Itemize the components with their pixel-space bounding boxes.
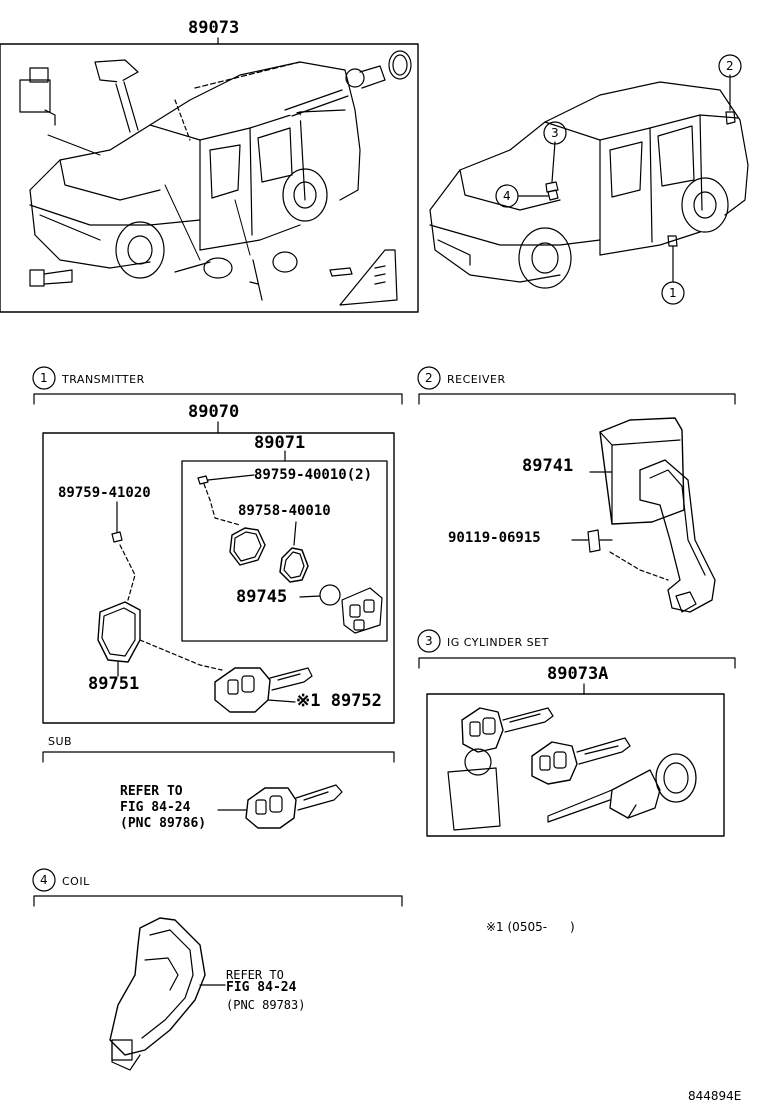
figure-code: 844894E	[688, 1089, 742, 1103]
section-2-circle	[417, 366, 441, 390]
section-2-number: 2	[425, 371, 433, 385]
section-1-number: 1	[40, 371, 48, 385]
section-4-circle	[32, 868, 56, 892]
coil-title: COIL	[62, 875, 90, 888]
transmitter-section	[33, 393, 403, 724]
vehicle-left-drawing	[29, 61, 361, 279]
callout-2-label: 2	[726, 59, 734, 73]
coil-refer-line-1: REFER TO	[226, 968, 284, 982]
part-89751: 89751	[88, 674, 140, 694]
part-89745: 89745	[236, 587, 288, 607]
ig-cylinder-title: IG CYLINDER SET	[447, 636, 549, 649]
part-89741: 89741	[522, 456, 574, 476]
date-note: ※1 (0505- )	[486, 920, 575, 934]
section-3-number: 3	[425, 634, 433, 648]
coil-refer-line-3: (PNC 89783)	[226, 998, 306, 1012]
sub-refer-note: REFER TO FIG 84-24 (PNC 89786)	[120, 784, 207, 831]
part-90119-06915: 90119-06915	[448, 530, 541, 546]
section-4-number: 4	[40, 873, 48, 887]
assembly-overview	[0, 37, 419, 313]
part-89073A: 89073A	[547, 664, 609, 684]
coil-section	[33, 895, 403, 1071]
ig-cylinder-section	[418, 657, 736, 837]
receiver-section	[418, 393, 736, 613]
section-1-circle	[32, 366, 56, 390]
part-89759-40010: 89759-40010(2)	[254, 467, 373, 483]
callout-4-label: 4	[503, 189, 511, 203]
part-89070: 89070	[188, 402, 240, 422]
callout-1-label: 1	[669, 286, 677, 300]
assembly-part-number: 89073	[188, 18, 240, 38]
section-3-circle	[417, 629, 441, 653]
assembly-components	[19, 50, 412, 306]
coil-refer-line-2: FIG 84-24	[226, 980, 297, 995]
part-89759-41020: 89759-41020	[58, 485, 151, 501]
part-89752: ※1 89752	[296, 691, 382, 711]
sub-title: SUB	[48, 735, 73, 748]
callout-3-label: 3	[551, 126, 559, 140]
vehicle-right-drawing	[429, 74, 749, 289]
part-89758-40010: 89758-40010	[238, 503, 331, 519]
receiver-title: RECEIVER	[447, 373, 506, 386]
callout-circles-vehicle	[495, 54, 742, 305]
transmitter-title: TRANSMITTER	[62, 373, 145, 386]
part-89071: 89071	[254, 433, 306, 453]
sub-section	[42, 751, 395, 829]
